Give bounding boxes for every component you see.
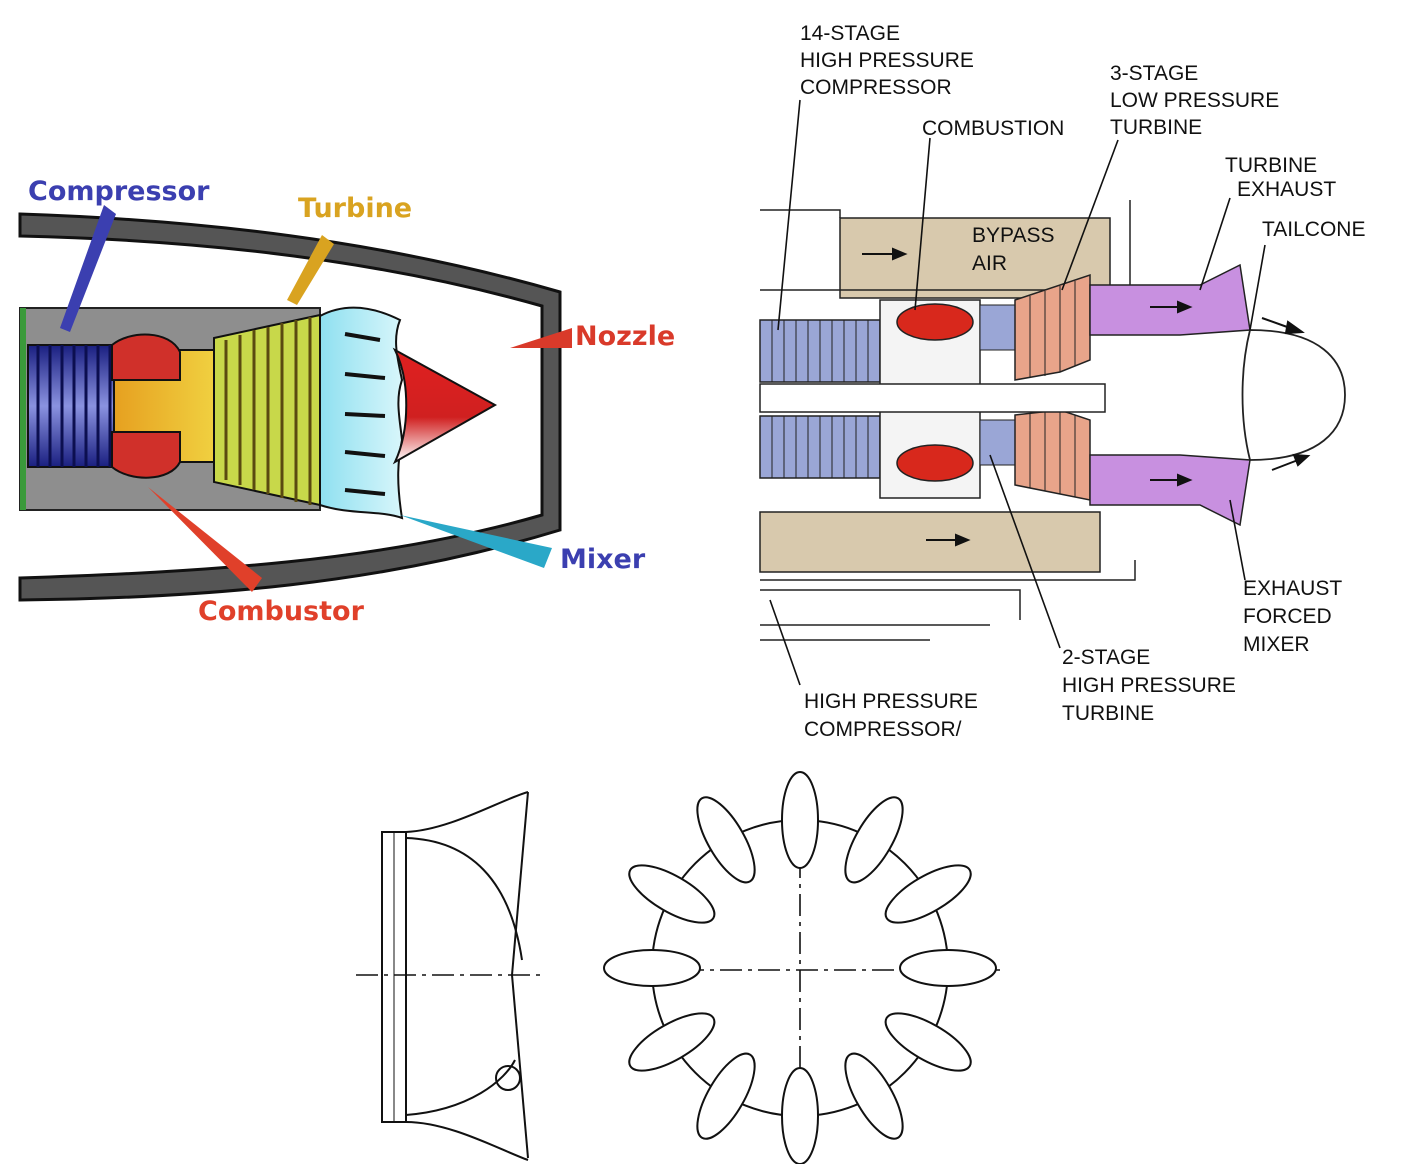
hpc-bottom-label-line2: COMPRESSOR/: [804, 718, 962, 741]
mixer-lobe: [781, 771, 819, 869]
mixer-lobe: [781, 1067, 819, 1164]
lpt-label-line2: LOW PRESSURE: [1110, 89, 1279, 112]
tailcone-shape: [1241, 329, 1346, 461]
exhaust-mixer-label-line1: EXHAUST: [1243, 577, 1342, 600]
compressor-pointer: [60, 205, 116, 332]
hp-turbine-upper: [979, 304, 1016, 351]
mixer-front-view: [603, 771, 1000, 1164]
combustor-section: [111, 333, 215, 479]
nozzle-label: Nozzle: [575, 321, 675, 352]
mixer-label: Mixer: [560, 544, 646, 575]
compressor-label: Compressor: [28, 176, 210, 207]
hpt-label-line2: HIGH PRESSURE: [1062, 674, 1236, 697]
hpc-title-line3: COMPRESSOR: [800, 76, 952, 99]
turbine-exhaust-lower: [1089, 454, 1251, 527]
hpt-label-line1: 2-STAGE: [1062, 646, 1150, 669]
lpt-label-line3: TURBINE: [1110, 116, 1202, 139]
mixer-lobe: [696, 796, 756, 884]
compressor-section: [27, 344, 115, 468]
combustor-pointer: [148, 487, 262, 592]
mixer-lobe: [844, 796, 904, 884]
hp-turbine-lower: [979, 419, 1016, 466]
nacelle-outer-shell: [18, 212, 562, 602]
hpc-title-line2: HIGH PRESSURE: [800, 49, 974, 72]
combustor-upper: [896, 303, 974, 341]
cutaway-panel: 14-STAGE HIGH PRESSURE COMPRESSOR COMBUS…: [759, 22, 1365, 741]
turbine-exhaust-label-line2: EXHAUST: [1237, 178, 1336, 201]
bypass-label-line1: BYPASS: [972, 224, 1054, 247]
mixer-lobe: [884, 864, 972, 924]
exhaust-mixer-label-line3: MIXER: [1243, 633, 1310, 656]
mixer-side-view: [356, 791, 545, 1161]
combustor-label: Combustor: [198, 596, 365, 627]
lp-turbine-lower: [1014, 409, 1091, 501]
mixer-lobe: [844, 1052, 904, 1140]
cartoon-engine-panel: Compressor Turbine Nozzle Mixer Combusto…: [18, 176, 675, 627]
exhaust-mixer-label-line2: FORCED: [1243, 605, 1332, 628]
hpc-title-line1: 14-STAGE: [800, 22, 900, 45]
turbine-label: Turbine: [298, 193, 412, 224]
mixer-lobe: [884, 1012, 972, 1072]
nozzle-pointer: [510, 328, 572, 348]
mixer-lobe: [628, 1012, 716, 1072]
mixer-lobe: [696, 1052, 756, 1140]
combustion-label: COMBUSTION: [922, 117, 1064, 140]
lpt-label-line1: 3-STAGE: [1110, 62, 1198, 85]
bypass-duct-lower: [759, 511, 1101, 573]
turbine-section: [213, 313, 321, 507]
tailcone-label: TAILCONE: [1262, 218, 1365, 241]
turbine-pointer: [287, 235, 334, 305]
hpt-label-line3: TURBINE: [1062, 702, 1154, 725]
mixer-lobe: [603, 949, 701, 987]
leader-lines: [769, 99, 1266, 686]
mixer-pointer: [400, 515, 552, 568]
hpc-bottom-label-line1: HIGH PRESSURE: [804, 690, 978, 713]
turbine-exhaust-upper: [1089, 263, 1251, 336]
combustor-lower: [896, 444, 974, 482]
main-shaft: [759, 383, 1106, 413]
flow-arrows: [862, 247, 1311, 547]
tail-cone: [392, 347, 498, 465]
mixer-lobe: [628, 864, 716, 924]
bypass-label-line2: AIR: [972, 252, 1007, 275]
mixer-lobe: [899, 949, 997, 987]
turbine-exhaust-label-line1: TURBINE: [1225, 154, 1317, 177]
mixer-lobe-ring: [603, 771, 997, 1164]
